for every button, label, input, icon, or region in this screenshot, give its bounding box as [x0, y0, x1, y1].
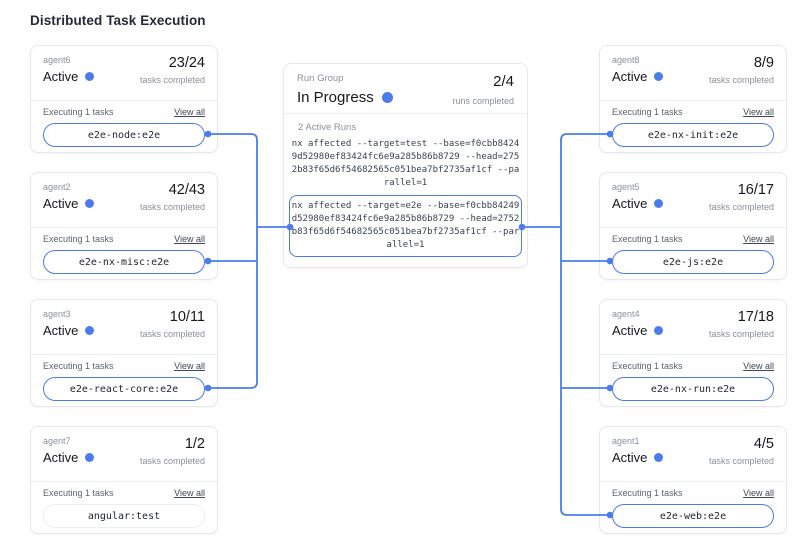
agent-name: agent6: [43, 55, 71, 65]
tasks-count-caption: tasks completed: [139, 329, 205, 339]
agent-status: Active: [612, 323, 648, 338]
tasks-count: 23/24: [168, 55, 205, 71]
agent-status: Active: [612, 450, 648, 465]
run-command-e2e: nx affected --target=e2e --base=f0cbb842…: [291, 201, 520, 250]
agent-name: agent8: [612, 55, 640, 65]
view-all-link[interactable]: View all: [743, 361, 774, 371]
task-pill[interactable]: e2e-nx-misc:e2e: [43, 250, 205, 274]
tasks-count: 4/5: [753, 436, 774, 452]
executing-label: Executing 1 tasks: [612, 488, 683, 498]
page-title: Distributed Task Execution: [30, 13, 206, 28]
executing-label: Executing 1 tasks: [43, 361, 114, 371]
view-all-link[interactable]: View all: [174, 361, 205, 371]
active-dot-icon: [654, 453, 664, 462]
agent-card-agent1: agent1 Active 4/5 tasks completed Execut…: [599, 426, 787, 534]
agent-status: Active: [43, 450, 79, 465]
agent-name: agent2: [43, 182, 71, 192]
agent-card-agent4: agent4 Active 17/18 tasks completed Exec…: [599, 299, 787, 407]
agent-card-agent6: agent6 Active 23/24 tasks completed Exec…: [30, 45, 218, 153]
run-group-card: Run Group In Progress 2/4 runs completed…: [283, 63, 528, 268]
task-pill[interactable]: e2e-node:e2e: [43, 123, 205, 147]
tasks-count-caption: tasks completed: [708, 456, 774, 466]
tasks-count: 16/17: [737, 182, 774, 198]
agent-name: agent5: [612, 182, 640, 192]
view-all-link[interactable]: View all: [174, 107, 205, 117]
task-pill[interactable]: e2e-js:e2e: [612, 250, 774, 274]
agent-card-agent7: agent7 Active 1/2 tasks completed Execut…: [30, 426, 218, 534]
view-all-link[interactable]: View all: [743, 488, 774, 498]
agent-status: Active: [612, 196, 648, 211]
active-dot-icon: [85, 453, 95, 462]
agent-status: Active: [43, 323, 79, 338]
active-dot-icon: [85, 72, 95, 81]
task-pill[interactable]: e2e-web:e2e: [612, 504, 774, 528]
tasks-count: 10/11: [169, 309, 205, 325]
agent-status: Active: [612, 69, 648, 84]
task-pill[interactable]: angular:test: [43, 504, 205, 528]
agent-name: agent1: [612, 436, 640, 446]
active-dot-icon: [85, 326, 95, 335]
agent-name: agent7: [43, 436, 71, 446]
task-pill[interactable]: e2e-react-core:e2e: [43, 377, 205, 401]
task-pill[interactable]: e2e-nx-init:e2e: [612, 123, 774, 147]
run-group-header: Run Group In Progress 2/4 runs completed: [284, 64, 527, 114]
tasks-count: 17/18: [737, 309, 774, 325]
tasks-count: 1/2: [184, 436, 205, 452]
agent-card-agent8: agent8 Active 8/9 tasks completed Execut…: [599, 45, 787, 153]
tasks-count-caption: tasks completed: [708, 75, 774, 85]
view-all-link[interactable]: View all: [174, 488, 205, 498]
active-dot-icon: [654, 199, 664, 208]
active-dot-icon: [654, 326, 664, 335]
runs-count: 2/4: [493, 73, 514, 90]
executing-label: Executing 1 tasks: [612, 234, 683, 244]
view-all-link[interactable]: View all: [174, 234, 205, 244]
tasks-count-caption: tasks completed: [139, 456, 205, 466]
run-group-body: 2 Active Runs nx affected --target=test …: [284, 122, 527, 257]
tasks-count-caption: tasks completed: [708, 329, 774, 339]
tasks-count: 42/43: [168, 182, 205, 198]
tasks-count-caption: tasks completed: [139, 75, 205, 85]
run-group-status: In Progress: [297, 89, 374, 106]
executing-label: Executing 1 tasks: [612, 107, 683, 117]
agent-name: agent3: [43, 309, 71, 319]
view-all-link[interactable]: View all: [743, 107, 774, 117]
active-dot-icon: [654, 72, 664, 81]
view-all-link[interactable]: View all: [743, 234, 774, 244]
in-progress-dot-icon: [381, 92, 393, 103]
agent-status: Active: [43, 196, 79, 211]
tasks-count-caption: tasks completed: [708, 202, 774, 212]
run-group-label: Run Group: [297, 73, 344, 84]
agent-card-agent5: agent5 Active 16/17 tasks completed Exec…: [599, 172, 787, 280]
executing-label: Executing 1 tasks: [43, 234, 114, 244]
active-dot-icon: [85, 199, 95, 208]
executing-label: Executing 1 tasks: [612, 361, 683, 371]
tasks-count-caption: tasks completed: [139, 202, 205, 212]
agent-card-agent2: agent2 Active 42/43 tasks completed Exec…: [30, 172, 218, 280]
task-pill[interactable]: e2e-nx-run:e2e: [612, 377, 774, 401]
runs-count-caption: runs completed: [452, 96, 514, 106]
agent-status: Active: [43, 69, 79, 84]
active-runs-label: 2 Active Runs: [298, 122, 357, 133]
executing-label: Executing 1 tasks: [43, 488, 114, 498]
run-command-e2e-box[interactable]: nx affected --target=e2e --base=f0cbb842…: [289, 195, 522, 257]
agent-card-agent3: agent3 Active 10/11 tasks completed Exec…: [30, 299, 218, 407]
tasks-count: 8/9: [753, 55, 774, 71]
run-command-test[interactable]: nx affected --target=test --base=f0cbb84…: [291, 139, 520, 188]
agent-name: agent4: [612, 309, 640, 319]
executing-label: Executing 1 tasks: [43, 107, 114, 117]
